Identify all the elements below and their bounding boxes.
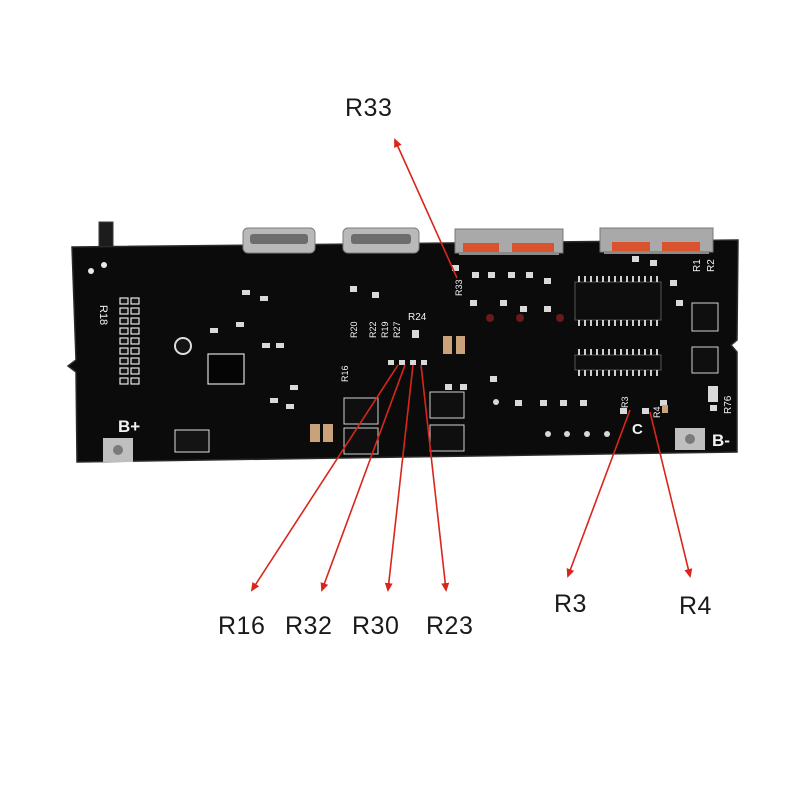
- usb-ports: [242, 227, 714, 255]
- silk-b-plus: B+: [118, 417, 140, 436]
- silk-r33: R33: [454, 279, 464, 296]
- pointer-r32: [320, 364, 406, 592]
- integrated-circuits: [343, 281, 719, 455]
- silk-c: C: [632, 421, 643, 438]
- silk-r1: R1: [692, 259, 703, 272]
- mounting-hole: [174, 337, 192, 355]
- pointer-r4: [649, 411, 693, 578]
- slide-switch: [98, 221, 114, 251]
- callout-r3: R3: [554, 590, 587, 618]
- pcb-outline: [66, 239, 739, 463]
- silk-r18: R18: [97, 305, 109, 325]
- callout-r33: R33: [345, 94, 393, 122]
- callout-r30: R30: [352, 612, 400, 640]
- silk-r19: R19: [380, 321, 390, 338]
- silk-r4: R4: [652, 406, 662, 418]
- silk-r2: R2: [706, 259, 717, 272]
- silk-r27: R27: [392, 321, 402, 338]
- callout-r32: R32: [285, 612, 333, 640]
- silk-r22: R22: [368, 321, 378, 338]
- smd-components: [210, 256, 717, 414]
- pointer-r23: [420, 364, 450, 592]
- pointer-r16: [250, 364, 399, 592]
- silk-r20: R20: [349, 321, 359, 338]
- silk-r3: R3: [620, 396, 630, 408]
- callout-r4: R4: [679, 592, 712, 620]
- callout-r16: R16: [218, 612, 266, 640]
- pin-header: [119, 297, 140, 385]
- pointer-arrows: [250, 138, 693, 592]
- silk-r24: R24: [408, 312, 427, 323]
- pointer-r30: [384, 364, 414, 592]
- callout-r23: R23: [426, 612, 474, 640]
- pointer-r33: [394, 138, 458, 279]
- silk-b-minus: B-: [712, 431, 730, 450]
- silk-r76: R76: [723, 395, 734, 414]
- silk-r16: R16: [340, 365, 350, 382]
- pointer-r3: [566, 409, 631, 578]
